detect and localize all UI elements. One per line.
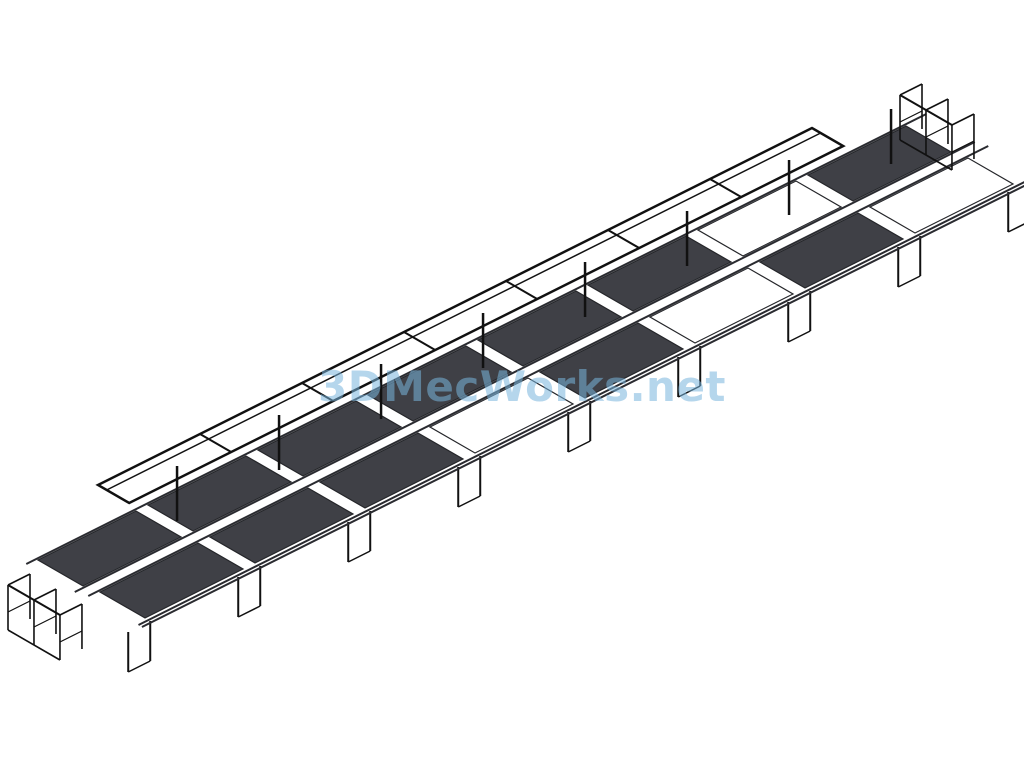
overhead-crossbar <box>505 280 538 300</box>
end-frame-bar <box>7 573 31 586</box>
end-frame-bar <box>7 629 61 661</box>
end-frame-bar <box>7 600 31 613</box>
end-frame-bar <box>951 113 975 126</box>
end-frame-bar <box>951 140 975 153</box>
end-frame-bar <box>59 603 83 616</box>
leg-crossbar <box>127 660 151 673</box>
long-rail <box>25 113 927 565</box>
table-plate <box>318 432 465 509</box>
table-plate <box>36 510 183 587</box>
table-plate <box>256 400 403 477</box>
overhead-crossbar <box>199 433 232 453</box>
leg-crossbar <box>787 330 811 343</box>
overhead-inner-rail <box>106 132 821 491</box>
table-plate <box>868 157 1015 234</box>
leg-crossbar <box>1007 223 1024 233</box>
long-rail <box>87 145 989 597</box>
long-rail <box>74 141 976 593</box>
end-frame-bar <box>7 584 61 616</box>
end-frame-bar <box>899 110 923 123</box>
leg-crossbar <box>237 605 261 618</box>
overhead-frame <box>95 126 846 505</box>
end-frame-bar <box>925 98 949 111</box>
end-frame-left <box>7 573 83 661</box>
overhead-crossbar <box>709 178 742 198</box>
end-frame-right <box>899 83 975 171</box>
leg-crossbar <box>567 440 591 453</box>
table-plate <box>696 180 843 257</box>
table-plate <box>428 377 575 454</box>
table-plate <box>98 542 245 619</box>
leg-crossbar <box>347 550 371 563</box>
end-frame-bar <box>899 139 953 171</box>
end-frame-bar <box>899 94 953 126</box>
overhead-crossbar <box>301 382 334 402</box>
leg-crossbar <box>457 495 481 508</box>
table-plate <box>586 235 733 312</box>
table-plate <box>758 212 905 289</box>
overhead-crossbar <box>607 229 640 249</box>
end-frame-bar <box>33 615 57 628</box>
table-plate <box>538 322 685 399</box>
table-plate <box>208 487 355 564</box>
table-plate <box>806 125 953 202</box>
table-plate <box>366 345 513 422</box>
leg-crossbar <box>677 385 701 398</box>
leg-crossbar <box>897 275 921 288</box>
table-plate <box>146 455 293 532</box>
end-frame-bar <box>925 125 949 138</box>
end-frame-bar <box>59 630 83 643</box>
long-rail <box>141 184 1024 628</box>
end-frame-bar <box>899 83 923 96</box>
table-plate <box>648 267 795 344</box>
long-rail <box>138 181 1024 626</box>
end-frame-bar <box>33 588 57 601</box>
overhead-crossbar <box>403 331 436 351</box>
